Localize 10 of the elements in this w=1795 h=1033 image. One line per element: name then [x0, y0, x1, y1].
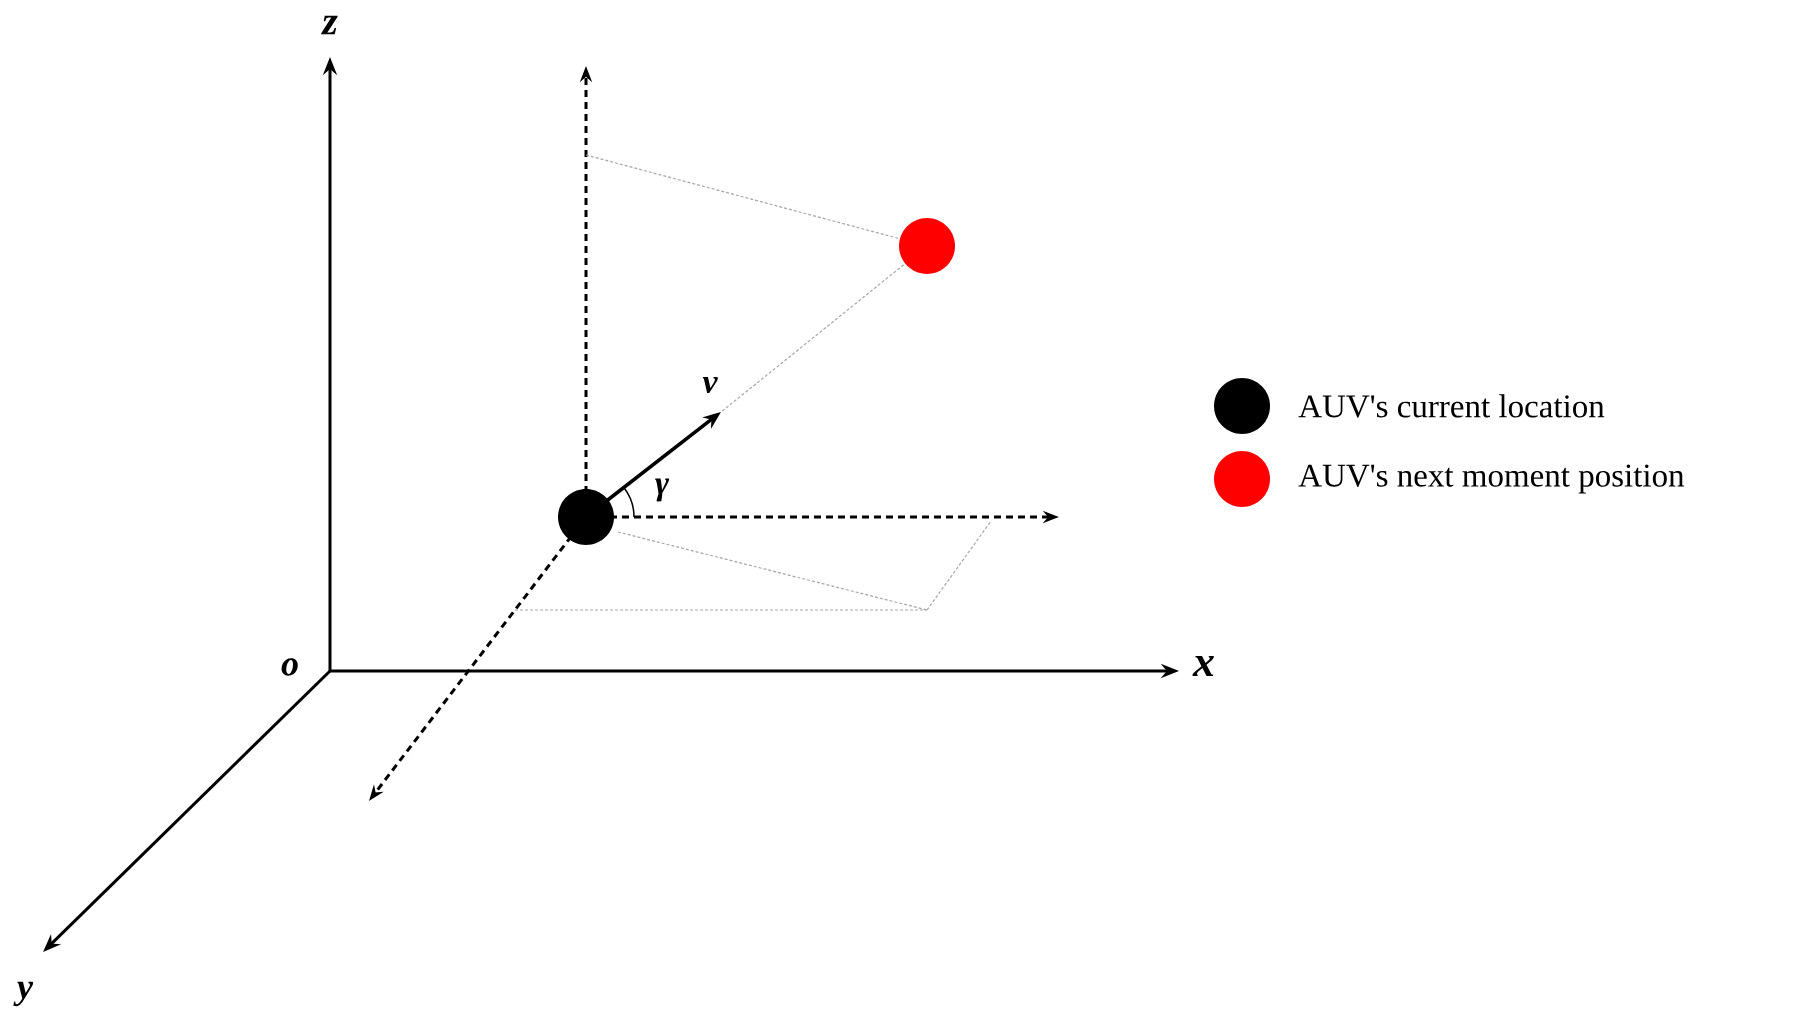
legend-text: AUV's current location — [1298, 394, 1605, 418]
legend-text: AUV's next moment position — [1298, 464, 1685, 494]
axis-label: x — [1192, 655, 1214, 677]
location-dot — [558, 489, 614, 545]
axis-label: v — [702, 377, 718, 393]
axis-label: z — [321, 15, 338, 35]
location-dot — [899, 218, 955, 274]
axis-label: y — [13, 981, 34, 1007]
axis-label: γ — [655, 478, 670, 502]
axis-label: o — [281, 658, 298, 676]
